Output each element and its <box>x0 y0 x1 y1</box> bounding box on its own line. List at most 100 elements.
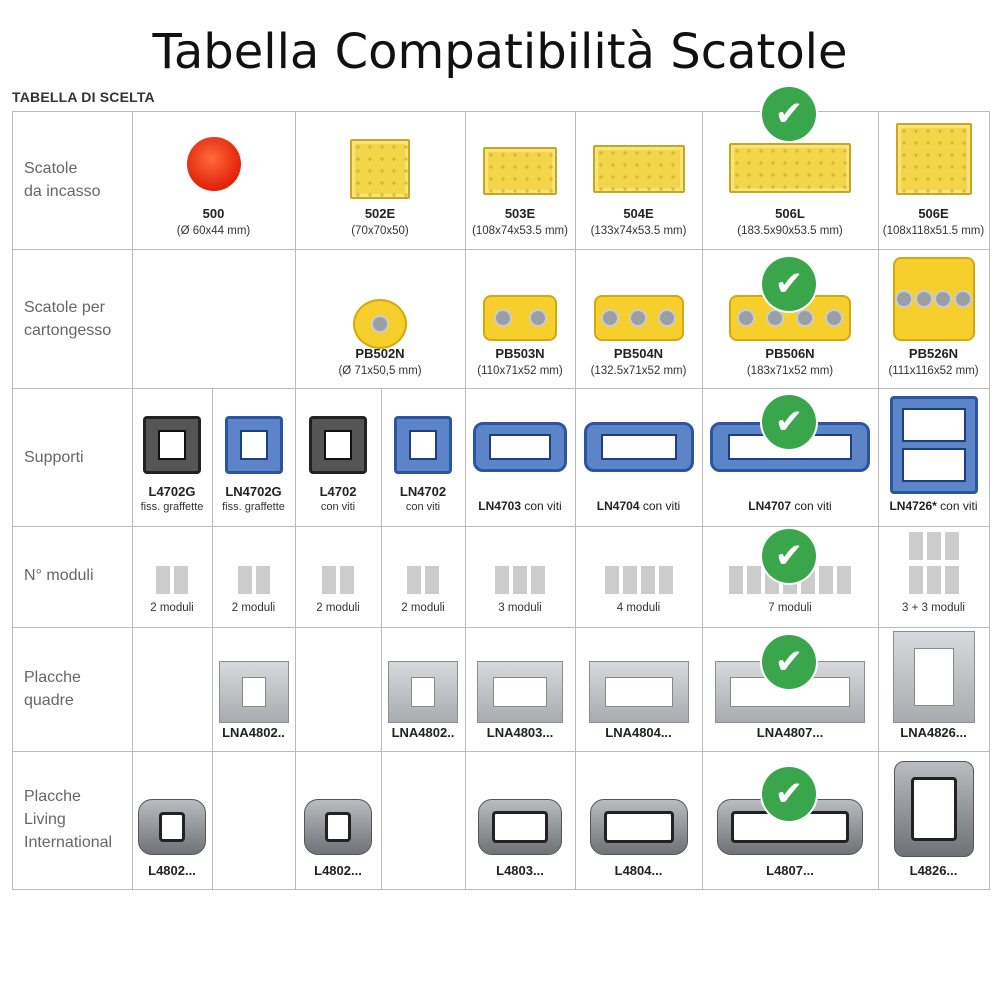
checkmark-icon: ✔ <box>762 257 816 311</box>
module-blocks-image <box>132 566 212 594</box>
modules-count: 3 + 3 moduli <box>902 602 965 614</box>
product-cell[interactable]: 506L (183.5x90x53.5 mm) <box>702 111 878 249</box>
row-label-supporti: Supporti <box>24 449 84 466</box>
product-cell[interactable]: PB526N (111x116x52 mm) <box>878 249 989 388</box>
module-blocks-image <box>381 566 465 594</box>
product-cell[interactable]: L4802... <box>295 751 381 889</box>
product-code: L4802... <box>148 863 196 878</box>
product-cell[interactable]: LNA4804... <box>575 627 702 751</box>
flush-box-image <box>350 139 410 199</box>
product-code: PB526N <box>908 346 959 361</box>
product-cell[interactable]: LNA4826... <box>878 627 989 751</box>
module-blocks-image <box>465 566 575 594</box>
product-code: L4807... <box>766 863 814 878</box>
square-plate-image <box>218 661 289 723</box>
modules-cell: 4 moduli <box>575 526 702 627</box>
product-code: L4702G <box>148 484 196 499</box>
modules-cell: 2 moduli <box>381 526 465 627</box>
product-code: LN4703 con viti <box>478 499 562 513</box>
product-cell[interactable]: LN4704 con viti <box>575 388 702 526</box>
modules-cell: 2 moduli <box>212 526 295 627</box>
flush-box-image <box>483 147 557 195</box>
product-cell[interactable]: PB504N (132.5x71x52 mm) <box>575 249 702 388</box>
product-code: 506L <box>775 206 805 221</box>
product-cell[interactable]: L4803... <box>465 751 575 889</box>
product-cell[interactable]: PB502N (Ø 71x50,5 mm) <box>295 249 465 388</box>
drywall-box-image <box>483 295 557 341</box>
modules-count: 2 moduli <box>231 602 276 614</box>
product-code: L4826... <box>909 863 958 878</box>
product-code: LNA4802.. <box>222 725 285 740</box>
product-cell[interactable]: LNA4802.. <box>381 627 465 751</box>
module-blocks-image <box>212 566 295 594</box>
drywall-box-image <box>353 299 407 349</box>
product-note: con viti <box>320 501 356 513</box>
product-dims: (108x74x53.5 mm) <box>472 225 568 237</box>
living-plate-image <box>589 799 688 855</box>
product-cell[interactable]: 503E (108x74x53.5 mm) <box>465 111 575 249</box>
product-cell[interactable]: PB506N (183x71x52 mm) <box>702 249 878 388</box>
round-box-image <box>186 137 241 191</box>
product-cell[interactable]: 500 (Ø 60x44 mm) <box>132 111 295 249</box>
product-code: 500 <box>202 206 225 221</box>
living-plate-image <box>304 799 372 855</box>
product-cell[interactable]: PB503N (110x71x52 mm) <box>465 249 575 388</box>
product-cell[interactable]: LNA4803... <box>465 627 575 751</box>
row-label-moduli: N° moduli <box>24 567 94 584</box>
product-code: L4803... <box>496 863 544 878</box>
modules-count: 2 moduli <box>316 602 360 614</box>
module-blocks-image <box>878 566 989 594</box>
product-cell[interactable]: LN4703 con viti <box>465 388 575 526</box>
product-cell[interactable]: LN4726* con viti <box>878 388 989 526</box>
product-code: LNA4807... <box>756 725 824 740</box>
product-dims: (Ø 60x44 mm) <box>176 225 251 237</box>
product-dims: (183x71x52 mm) <box>746 365 834 377</box>
support-frame-image <box>309 416 367 474</box>
product-code: LNA4802.. <box>391 725 455 740</box>
modules-count: 2 moduli <box>401 602 445 614</box>
product-code: PB503N <box>495 346 545 361</box>
row-label-cartongesso: Scatole per cartongesso <box>24 299 112 339</box>
product-dims: (Ø 71x50,5 mm) <box>338 365 422 377</box>
square-plate-image <box>588 661 689 723</box>
product-cell[interactable]: L4702G fiss. graffette <box>132 388 212 526</box>
product-cell[interactable]: 502E (70x70x50) <box>295 111 465 249</box>
product-cell[interactable]: L4802... <box>132 751 212 889</box>
modules-count: 4 moduli <box>616 602 661 614</box>
row-label-quadre: Placche quadre <box>24 669 81 709</box>
product-code: L4804... <box>614 863 663 878</box>
product-code: 506E <box>918 206 949 221</box>
flush-box-image <box>592 145 685 193</box>
product-dims: (110x71x52 mm) <box>477 365 563 377</box>
module-blocks-image <box>575 566 702 594</box>
product-code: LNA4803... <box>486 725 554 740</box>
square-plate-image <box>477 661 563 723</box>
product-dims: (132.5x71x52 mm) <box>590 365 687 377</box>
support-frame-image <box>394 416 452 474</box>
product-cell[interactable]: L4702 con viti <box>295 388 381 526</box>
product-note: fiss. graffette <box>140 501 204 513</box>
product-cell[interactable]: 506E (108x118x51.5 mm) <box>878 111 989 249</box>
product-code: LNA4826... <box>900 725 967 740</box>
product-code: 503E <box>504 206 536 221</box>
checkmark-icon: ✔ <box>762 767 816 821</box>
modules-cell: 2 moduli <box>132 526 212 627</box>
product-code: LN4702 <box>399 484 447 499</box>
product-code: LNA4804... <box>605 725 672 740</box>
flush-box-image <box>729 143 851 193</box>
checkmark-icon: ✔ <box>762 529 816 583</box>
product-cell[interactable]: LNA4802.. <box>212 627 295 751</box>
product-cell[interactable]: L4826... <box>878 751 989 889</box>
flush-box-image <box>895 123 972 195</box>
product-cell[interactable]: LN4702G fiss. graffette <box>212 388 295 526</box>
support-frame-image <box>143 416 201 474</box>
support-frame-image <box>583 422 694 472</box>
product-cell[interactable]: L4804... <box>575 751 702 889</box>
product-code: L4802... <box>314 863 362 878</box>
product-cell[interactable]: LN4702 con viti <box>381 388 465 526</box>
row-label-living: Placche Living International <box>24 788 113 851</box>
product-cell[interactable]: 504E (133x74x53.5 mm) <box>575 111 702 249</box>
product-code: PB506N <box>765 346 815 361</box>
page-title: Tabella Compatibilità Scatole <box>152 24 848 80</box>
square-plate-image <box>892 631 975 723</box>
